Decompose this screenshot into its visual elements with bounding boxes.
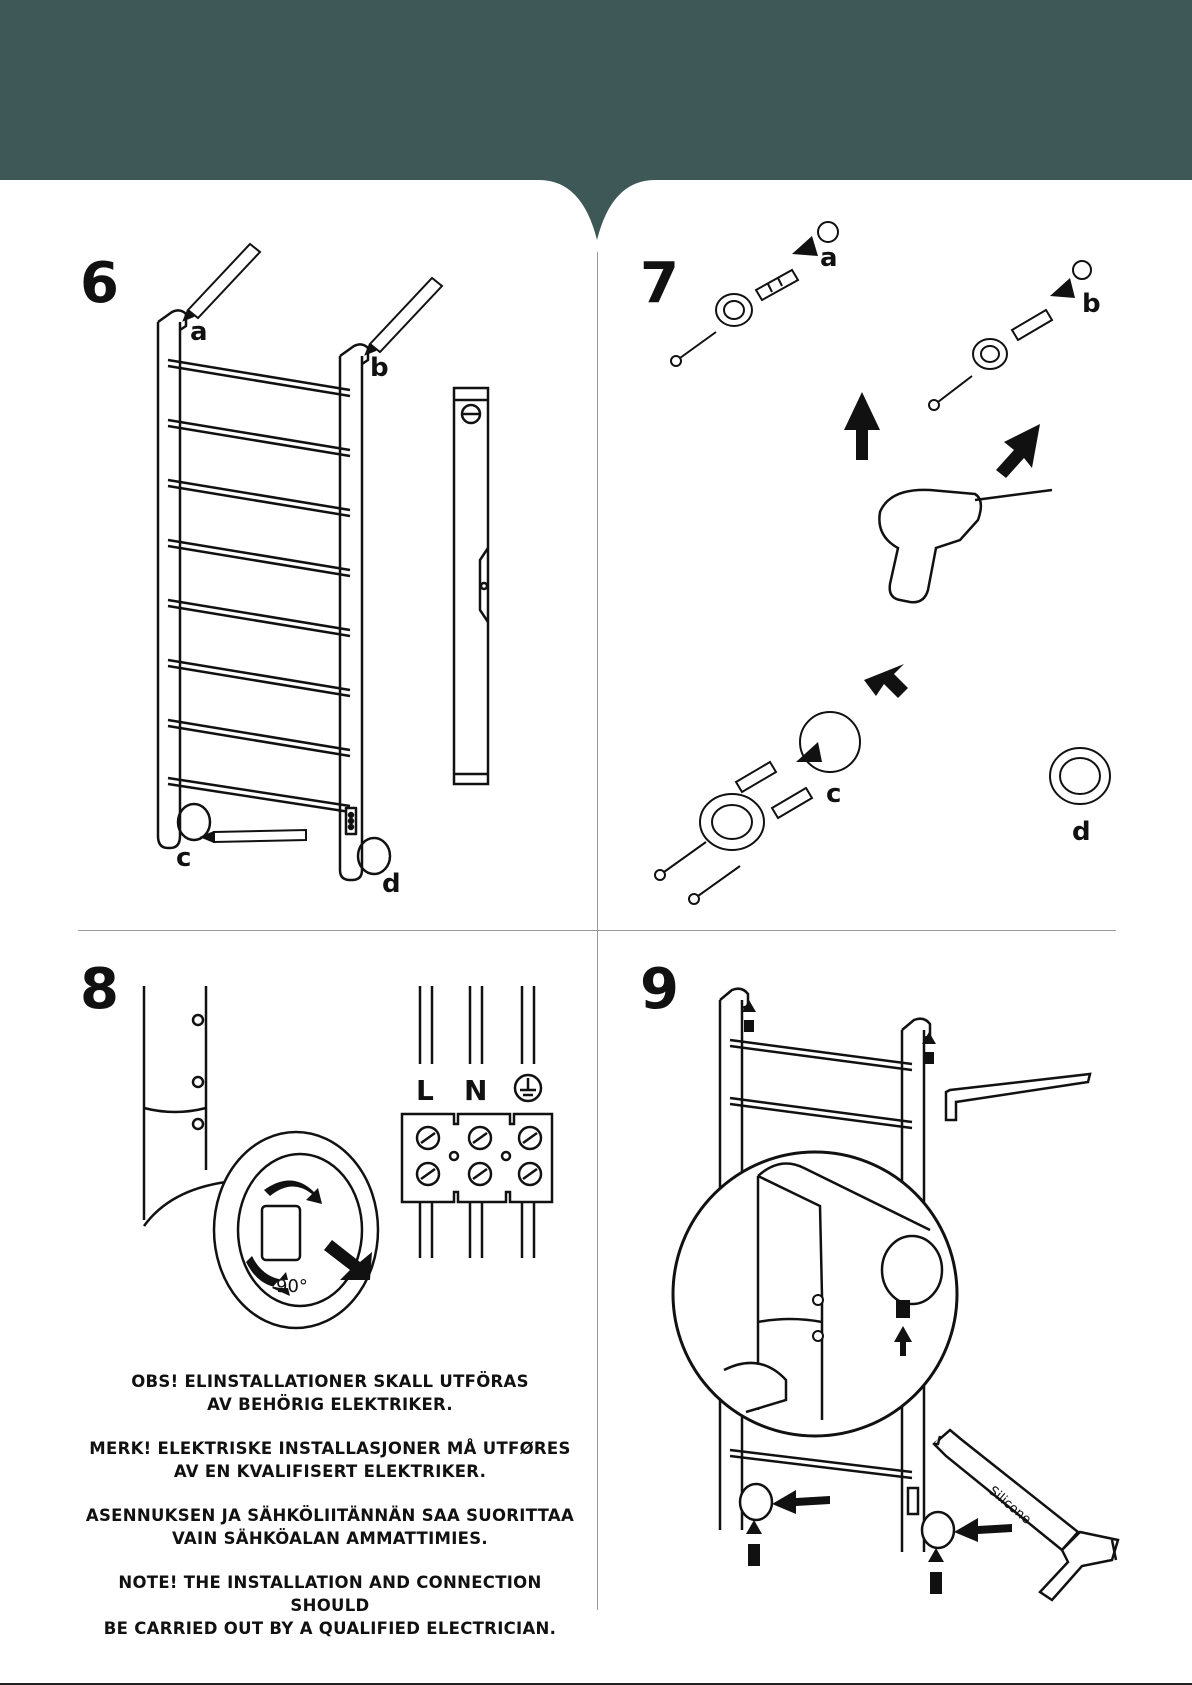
terminal-block-small [260, 1204, 302, 1262]
hole-c [799, 711, 861, 773]
step-8-number: 8 [80, 957, 119, 1022]
screw-icon [670, 331, 717, 367]
step-7-label-d: d [1072, 817, 1091, 847]
bracket-ring [715, 293, 753, 327]
step-6-label-a: a [190, 317, 208, 347]
header-background [0, 0, 1192, 240]
earth-symbol-icon [513, 1073, 543, 1103]
rotation-arrows [246, 1180, 372, 1296]
step-7-number: 7 [640, 251, 679, 316]
rotation-label: 90° [276, 1276, 308, 1297]
arrow-icon [772, 1490, 1012, 1542]
bracket-ring-d [1049, 747, 1111, 805]
rail-rungs [167, 358, 351, 814]
step-9-number: 9 [640, 957, 679, 1022]
bracket-d [356, 836, 392, 876]
wiring-diagram [400, 986, 554, 1258]
step-7-label-c: c [826, 779, 841, 809]
footer-rule [0, 1683, 1192, 1685]
wall-plug-icon [1010, 308, 1054, 342]
arrow-icon [792, 236, 1075, 762]
hole-b [1072, 260, 1092, 280]
vertical-divider [597, 252, 598, 1610]
step-6-label-c: c [176, 843, 191, 873]
silicone-gun-icon [932, 1428, 1120, 1602]
step-6-label-d: d [382, 869, 401, 899]
wall-plug-icon [754, 268, 800, 302]
drill-icon [878, 488, 1053, 604]
towel-rail [718, 987, 956, 1552]
header-band [0, 0, 1192, 240]
wire-label-n: N [464, 1074, 487, 1107]
screw-icon [688, 865, 741, 905]
bracket-right [920, 1510, 956, 1550]
pencil-icon [364, 276, 444, 356]
tube-opening [880, 1234, 944, 1306]
step-6-label-b: b [370, 353, 389, 383]
control-buttons [906, 1486, 920, 1516]
grub-screw-icon [742, 1000, 944, 1594]
allen-key-icon [944, 1072, 1092, 1122]
step-6-number: 6 [80, 251, 119, 316]
towel-rail [156, 309, 392, 882]
wall-plug-icon [734, 760, 778, 794]
screw-icon [928, 375, 973, 411]
step-7-label-b: b [1082, 289, 1101, 319]
notice-finnish: ASENNUKSEN JA SÄHKÖLIITÄNNÄN SAA SUORITT… [85, 1506, 575, 1548]
bracket-plate [212, 1130, 380, 1330]
horizontal-divider [78, 930, 1116, 931]
bracket-ring [972, 338, 1008, 370]
bracket-assembly [142, 986, 380, 1330]
bracket-left [738, 1482, 774, 1522]
wall-plug-icon [770, 786, 814, 820]
wire-label-l: L [416, 1074, 434, 1107]
notice-english: NOTE! THE INSTALLATION AND CONNECTION SH… [103, 1573, 557, 1638]
bracket-c [176, 802, 212, 842]
spirit-level-icon [452, 386, 490, 786]
bracket-ring [699, 793, 765, 851]
notice-norwegian: MERK! ELEKTRISKE INSTALLASJONER MÅ UTFØR… [89, 1439, 571, 1481]
control-buttons [344, 806, 358, 836]
pencil-icon [199, 828, 307, 844]
detail-magnifier [671, 1150, 959, 1438]
terminal-block [400, 1112, 554, 1204]
screw-icon [654, 841, 707, 881]
silicone-label: Silicone [985, 1484, 1033, 1528]
